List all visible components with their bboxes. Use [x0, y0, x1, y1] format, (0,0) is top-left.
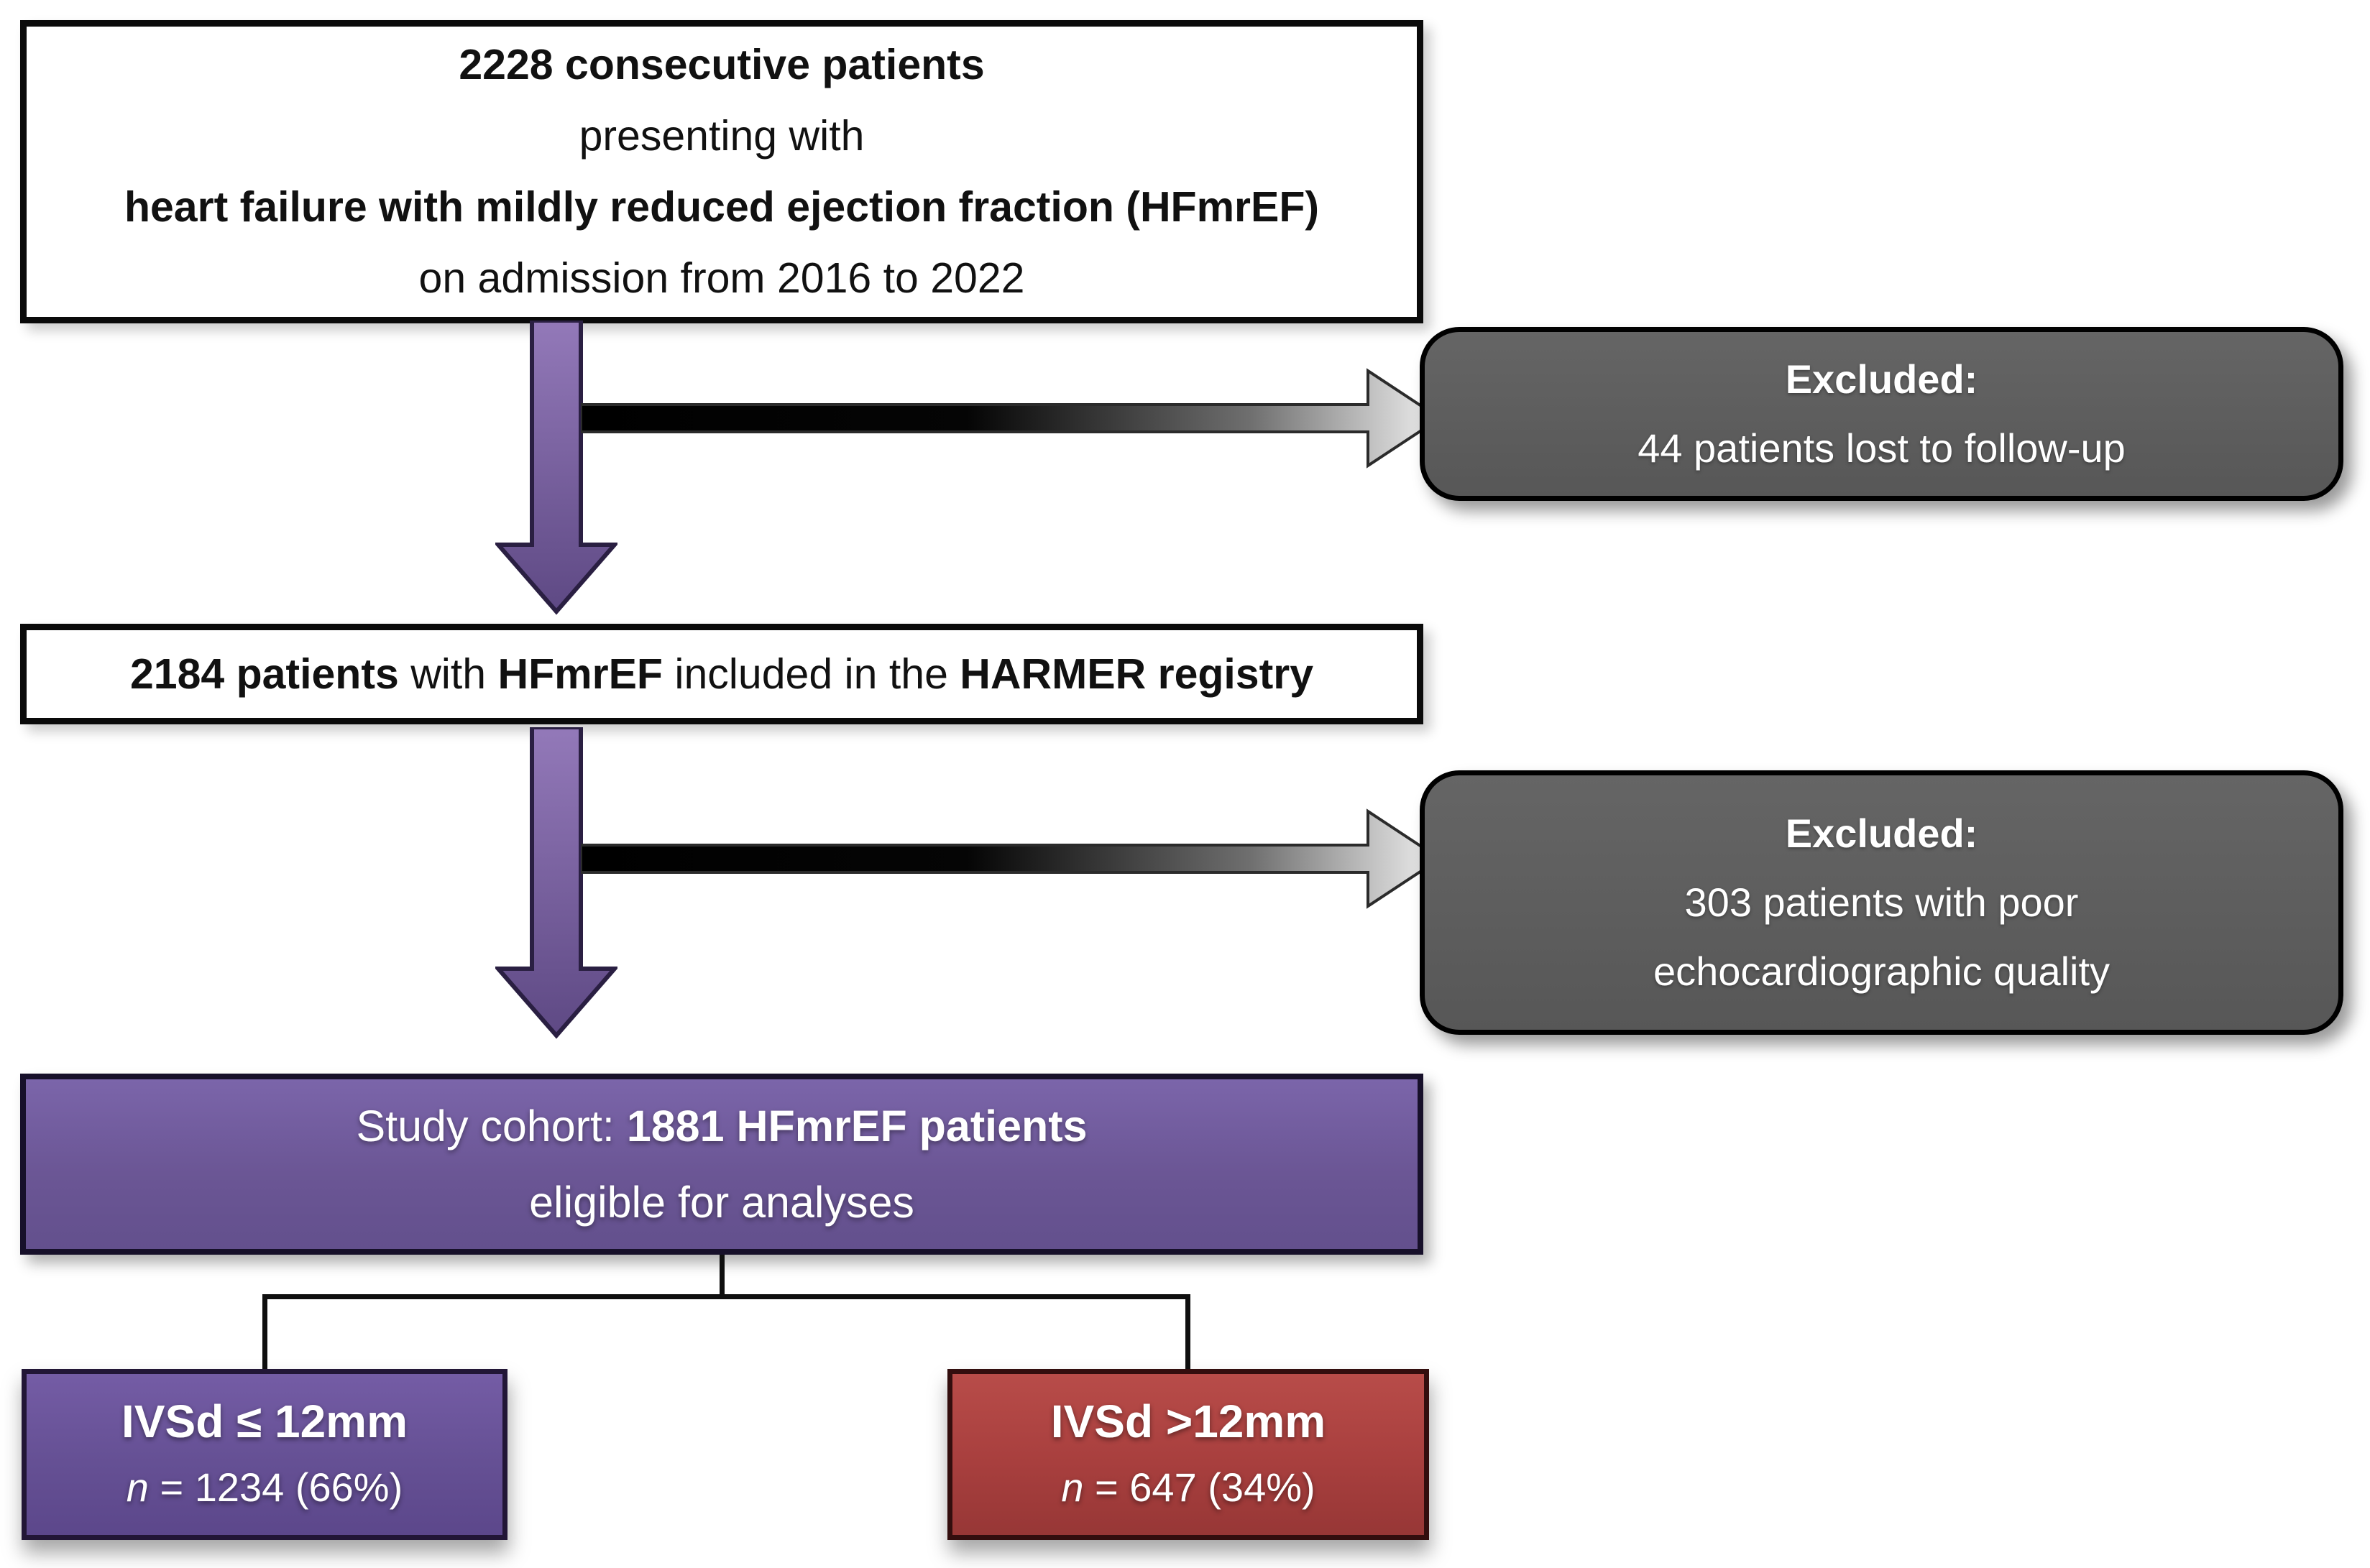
excluded-box-1: Excluded: 44 patients lost to follow-up — [1420, 327, 2343, 501]
branch-box-ivsd-le-12: IVSd ≤ 12mm n = 1234 (66%) — [22, 1369, 507, 1540]
exclusion-arrow-icon-2 — [581, 808, 1443, 909]
excluded-2-line1: 303 patients with poor — [1684, 880, 2079, 925]
branch-box-ivsd-gt-12: IVSd >12mm n = 647 (34%) — [947, 1369, 1429, 1540]
registry-box-text: 2184 patients with HFmrEF included in th… — [130, 639, 1313, 710]
registry-part4: included in the — [662, 650, 960, 698]
study-cohort-box: Study cohort: 1881 HFmrEF patients eligi… — [20, 1074, 1423, 1255]
excluded-2-title: Excluded: — [1785, 811, 1978, 856]
cohort-part1: Study cohort: — [356, 1102, 627, 1150]
connector-right-drop-line — [1185, 1294, 1190, 1372]
cohort-line2: eligible for analyses — [529, 1178, 914, 1227]
excluded-box-2: Excluded: 303 patients with poor echocar… — [1420, 770, 2343, 1035]
registry-part3: HFmrEF — [497, 650, 663, 698]
top-box-line3: heart failure with mildly reduced ejecti… — [124, 183, 1320, 231]
excluded-1-title: Excluded: — [1785, 356, 1978, 402]
branch-left-title: IVSd ≤ 12mm — [121, 1396, 408, 1447]
excluded-2-line2: echocardiographic quality — [1653, 949, 2111, 994]
cohort-part2: 1881 HFmrEF patients — [626, 1102, 1088, 1150]
connector-stem-line — [720, 1255, 725, 1299]
down-arrow-icon-1 — [495, 320, 617, 615]
branch-left-n: n = 1234 (66%) — [127, 1454, 403, 1521]
connector-left-drop-line — [262, 1294, 267, 1372]
branch-left-n-rest: = 1234 (66%) — [148, 1465, 403, 1510]
registry-part2: with — [398, 650, 498, 698]
registry-part5: HARMER registry — [960, 650, 1314, 698]
connector-horizontal-line — [262, 1294, 1190, 1299]
branch-right-n-rest: = 647 (34%) — [1083, 1465, 1315, 1510]
top-box-line2: presenting with — [579, 112, 865, 160]
cohort-line1: Study cohort: 1881 HFmrEF patients — [356, 1088, 1087, 1164]
top-patients-box: 2228 consecutive patients presenting wit… — [20, 20, 1423, 323]
excluded-1-line1: 44 patients lost to follow-up — [1638, 425, 2126, 471]
down-arrow-icon-2 — [495, 727, 617, 1039]
branch-right-n-label: n — [1061, 1465, 1084, 1510]
top-box-line4: on admission from 2016 to 2022 — [418, 254, 1025, 302]
branch-left-n-label: n — [126, 1465, 149, 1510]
registry-part1: 2184 patients — [129, 650, 399, 698]
exclusion-arrow-icon-1 — [581, 368, 1443, 469]
top-box-line1: 2228 consecutive patients — [459, 41, 985, 88]
registry-box: 2184 patients with HFmrEF included in th… — [20, 624, 1423, 724]
branch-right-title: IVSd >12mm — [1050, 1396, 1326, 1447]
branch-right-n: n = 647 (34%) — [1061, 1454, 1315, 1521]
